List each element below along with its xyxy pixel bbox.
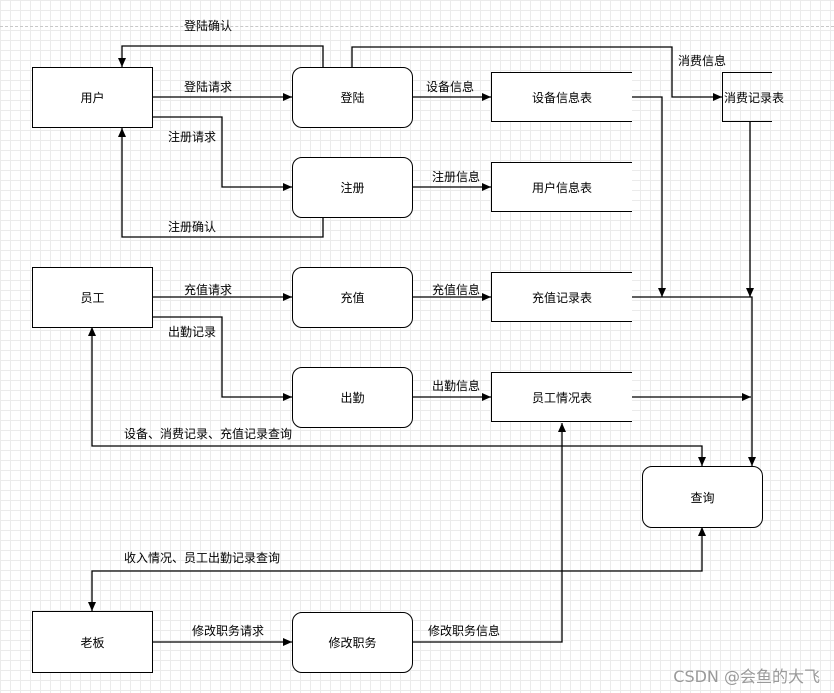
label-login-confirm: 登陆确认: [184, 19, 233, 33]
label-modify-duty-request: 修改职务请求: [192, 624, 265, 638]
process-query[interactable]: 查询: [642, 466, 763, 528]
entity-staff[interactable]: 员工: [32, 267, 153, 328]
label-device-info: 设备信息: [426, 80, 475, 94]
process-login[interactable]: 登陆: [292, 67, 413, 128]
label-attendance-record: 出勤记录: [168, 325, 217, 339]
label-register-confirm: 注册确认: [168, 220, 217, 234]
watermark-text: CSDN @会鱼的大飞: [673, 667, 820, 686]
entity-boss[interactable]: 老板: [32, 611, 153, 673]
label-register-info: 注册信息: [432, 170, 481, 184]
edge-boss-query: [88, 527, 706, 611]
edge-modify-duty-info: [412, 423, 566, 643]
label-register-request: 注册请求: [168, 130, 217, 144]
label-staff-query: 设备、消费记录、充值记录查询: [124, 427, 293, 441]
process-attendance[interactable]: 出勤: [292, 367, 413, 428]
process-register[interactable]: 注册: [292, 157, 413, 218]
label-modify-duty-info: 修改职务信息: [428, 624, 501, 638]
edge-device-table-out: [632, 96, 666, 297]
label-recharge-info: 充值信息: [432, 283, 481, 297]
store-device-table[interactable]: 设备信息表: [491, 72, 632, 122]
edge-register-confirm: [118, 128, 324, 238]
edge-register-request: [153, 116, 292, 191]
edge-login-confirm: [118, 45, 324, 68]
label-boss-query: 收入情况、员工出勤记录查询: [124, 551, 281, 565]
store-staff-table[interactable]: 员工情况表: [491, 372, 632, 422]
store-recharge-table[interactable]: 充值记录表: [491, 272, 632, 322]
edge-staff-query: [88, 327, 706, 466]
label-consume-info: 消费信息: [678, 54, 727, 68]
label-recharge-request: 充值请求: [184, 283, 233, 297]
label-login-request: 登陆请求: [184, 80, 233, 94]
store-user-table[interactable]: 用户信息表: [491, 162, 632, 212]
store-consume-table[interactable]: 消费记录表: [722, 72, 784, 122]
label-attendance-info: 出勤信息: [432, 379, 481, 393]
edge-consume-info: [351, 46, 722, 101]
process-recharge[interactable]: 充值: [292, 267, 413, 328]
edge-recharge-table-out: [632, 296, 756, 466]
top-dashed-guide: [0, 26, 834, 27]
process-modify-duty[interactable]: 修改职务: [292, 612, 413, 673]
entity-user[interactable]: 用户: [32, 67, 153, 128]
